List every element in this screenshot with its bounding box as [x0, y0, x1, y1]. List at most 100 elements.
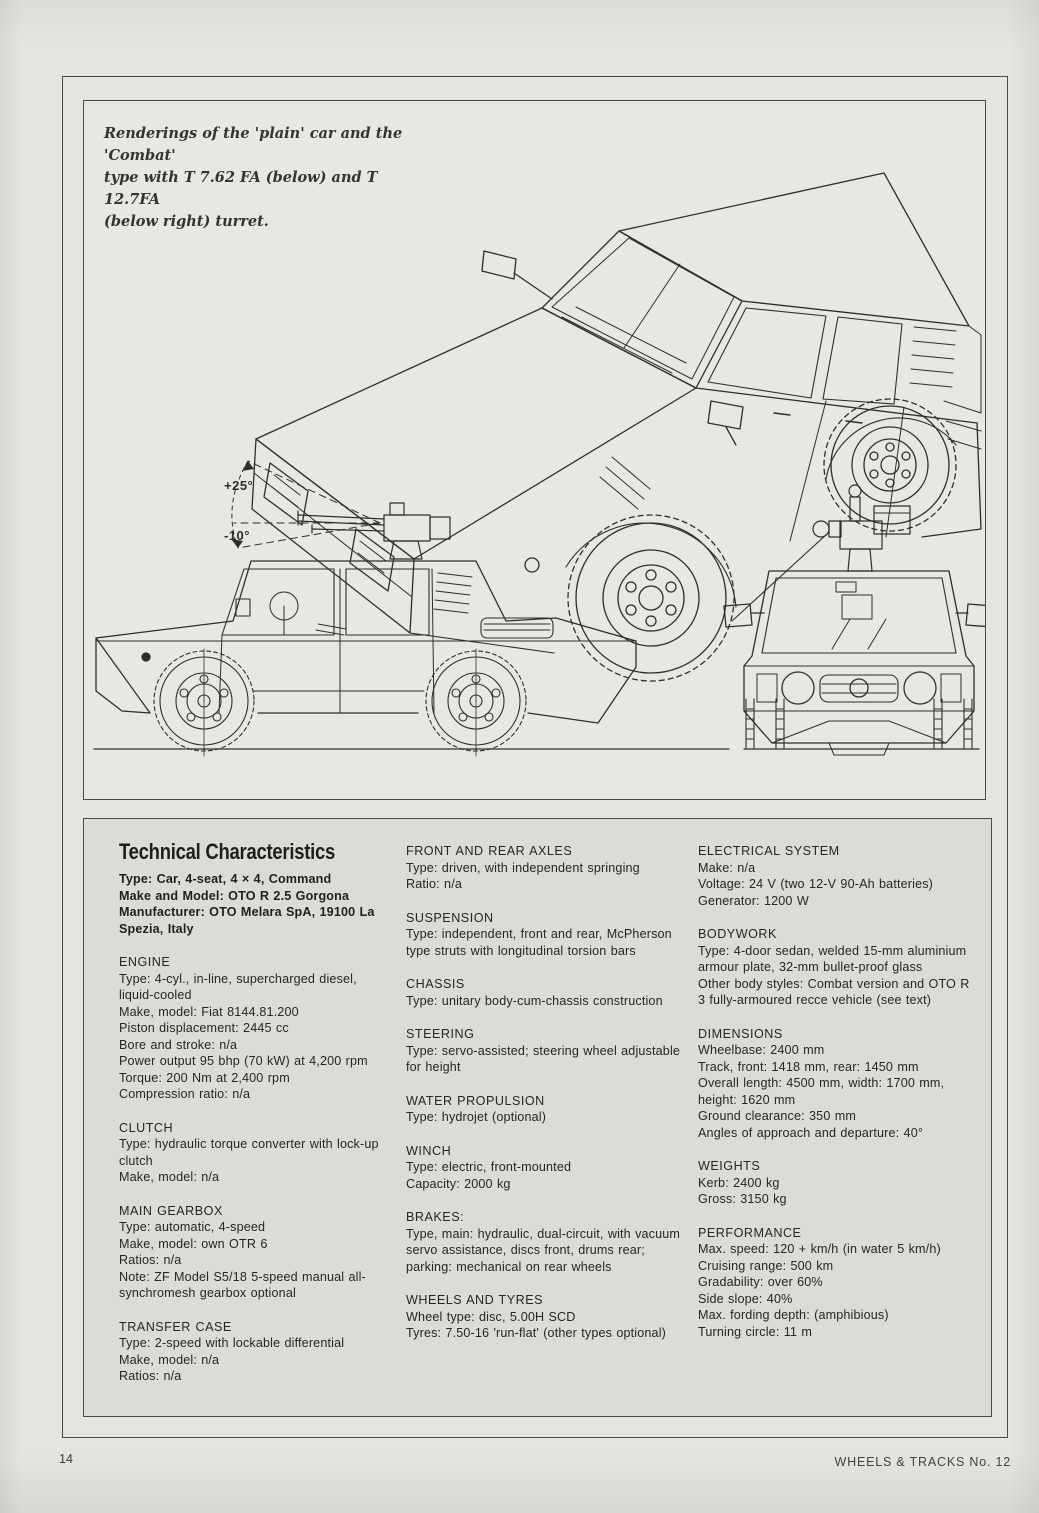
- roof-machine-gun: [297, 502, 451, 560]
- spec-line: Voltage: 24 V (two 12-V 90-Ah batteries): [698, 877, 934, 891]
- spec-line: Kerb: 2400 kg: [698, 1175, 780, 1190]
- spec-section-heading: CLUTCH: [119, 1120, 174, 1135]
- spec-line: Gross: 3150 kg: [698, 1192, 787, 1206]
- spec-line: Make: n/a: [698, 860, 756, 875]
- spec-line: Make, model: n/a: [119, 1352, 220, 1367]
- spec-line: Piston displacement: 2445 cc: [119, 1021, 289, 1035]
- spec-section-bodywork: BODYWORK Type: 4-door sedan, welded 15-mm…: [698, 926, 978, 1009]
- spec-section-heading: BODYWORK: [698, 927, 777, 941]
- spec-section-suspension: SUSPENSION Type: independent, front and r…: [406, 910, 682, 960]
- spec-line: Type: driven, with independent springing: [406, 860, 640, 875]
- vehicle-renderings-drawing: [93, 172, 985, 757]
- spec-line: Power output 95 bhp (70 kW) at 4,200 rpm: [119, 1054, 368, 1068]
- spec-line: Type: automatic, 4-speed: [119, 1220, 266, 1234]
- spec-line: Max. fording depth: (amphibious): [698, 1308, 889, 1322]
- spec-line: Tyres: 7.50-16 'run-flat' (other types o…: [406, 1326, 667, 1340]
- spec-line: Track, front: 1418 mm, rear: 1450 mm: [698, 1059, 919, 1074]
- spec-intro-line: Manufacturer: OTO Melara SpA, 19100 La S…: [119, 905, 375, 936]
- figure-caption-line: type with T 7.62 FA (below) and T 12.7FA: [104, 169, 378, 208]
- spec-line: Make, model: n/a: [119, 1170, 220, 1184]
- spec-section-heading: SUSPENSION: [406, 910, 494, 925]
- spec-line: Note: ZF Model S5/18 5-speed manual all-…: [119, 1269, 366, 1301]
- spec-section-heading: DIMENSIONS: [698, 1026, 783, 1041]
- spec-line: Type: hydrojet (optional): [406, 1110, 547, 1124]
- spec-line: Side slope: 40%: [698, 1291, 793, 1306]
- spec-line: Type: independent, front and rear, McPhe…: [406, 927, 672, 958]
- spec-line: Wheel type: disc, 5.00H SCD: [406, 1309, 576, 1324]
- spec-section-heading: ENGINE: [119, 955, 171, 969]
- spec-section-performance: PERFORMANCE Max. speed: 120 + km/h (in wa…: [698, 1225, 978, 1341]
- spec-intro-line: Make and Model: OTO R 2.5 Gorgona: [119, 888, 350, 903]
- spec-line: Cruising range: 500 km: [698, 1258, 834, 1273]
- spec-section-front-and-rear-axles: FRONT AND REAR AXLES Type: driven, with i…: [406, 843, 682, 893]
- spec-line: Max. speed: 120 + km/h (in water 5 km/h): [698, 1242, 941, 1256]
- spec-section-heading: WEIGHTS: [698, 1159, 761, 1173]
- spec-line: Capacity: 2000 kg: [406, 1176, 511, 1191]
- spec-section-heading: TRANSFER CASE: [119, 1319, 232, 1334]
- spec-section-clutch: CLUTCH Type: hydraulic torque converter w…: [119, 1120, 391, 1186]
- spec-section-heading: CHASSIS: [406, 977, 465, 991]
- elevation-angle-label: +25°: [224, 478, 254, 493]
- spec-section-heading: WATER PROPULSION: [406, 1093, 545, 1108]
- spec-section-engine: ENGINE Type: 4-cyl., in-line, supercharge…: [119, 954, 391, 1103]
- spec-section-brakes: BRAKES:Type, main: hydraulic, dual-circu…: [406, 1209, 682, 1275]
- combat-car-side-view: [93, 460, 730, 757]
- spec-section-chassis: CHASSIS Type: unitary body-cum-chassis co…: [406, 976, 682, 1009]
- spec-section-heading: WHEELS AND TYRES: [406, 1293, 544, 1307]
- spec-section-heading: MAIN GEARBOX: [119, 1203, 223, 1218]
- tech-title: Technical Characteristics: [119, 839, 336, 864]
- spec-line: Type: 4-door sedan, welded 15-mm alumini…: [698, 943, 967, 975]
- spec-line: Torque: 200 Nm at 2,400 rpm: [119, 1070, 290, 1085]
- depression-angle-label: -10°: [224, 528, 250, 543]
- spec-section-dimensions: DIMENSIONS Wheelbase: 2400 mm Track, front…: [698, 1026, 978, 1142]
- spec-line: Ratios: n/a: [119, 1253, 182, 1267]
- spec-line: Ratio: n/a: [406, 877, 463, 891]
- spec-section-wheels-and-tyres: WHEELS AND TYRES Wheel type: disc, 5.00H …: [406, 1292, 682, 1342]
- spec-line: Type: 4-cyl., in-line, supercharged dies…: [119, 971, 357, 1003]
- spec-section-heading: STEERING: [406, 1027, 475, 1041]
- combat-car-front-view: [723, 484, 985, 756]
- spec-line: Generator: 1200 W: [698, 893, 809, 908]
- gun-elevation-arc: [233, 460, 381, 549]
- spec-section-heading: BRAKES:: [406, 1210, 465, 1224]
- spec-line: Wheelbase: 2400 mm: [698, 1043, 825, 1057]
- spec-line: Ground clearance: 350 mm: [698, 1109, 857, 1123]
- spec-section-heading: PERFORMANCE: [698, 1225, 802, 1240]
- spec-line: Make, model: Fiat 8144.81.200: [119, 1004, 299, 1019]
- spec-section-heading: WINCH: [406, 1143, 452, 1158]
- spec-line: Overall length: 4500 mm, width: 1700 mm,…: [698, 1076, 945, 1107]
- spec-section-weights: WEIGHTS Kerb: 2400 kg Gross: 3150 kg: [698, 1158, 978, 1208]
- figure-caption-line: Renderings of the 'plain' car and the 'C…: [104, 125, 403, 164]
- spec-column-middle: FRONT AND REAR AXLES Type: driven, with i…: [406, 843, 682, 1359]
- spec-line: Compression ratio: n/a: [119, 1087, 251, 1101]
- turret-gun: [812, 484, 911, 572]
- spec-section-heading: FRONT AND REAR AXLES: [406, 844, 573, 858]
- spec-intro-line: Type: Car, 4-seat, 4 × 4, Command: [119, 872, 332, 886]
- figure-caption-line: (below right) turret.: [104, 213, 269, 230]
- plain-car-three-quarter-view: [251, 172, 982, 682]
- spec-line: Type: hydraulic torque converter with lo…: [119, 1137, 379, 1168]
- figure-caption: Renderings of the 'plain' car and the 'C…: [104, 123, 434, 233]
- spec-line: Bore and stroke: n/a: [119, 1037, 238, 1052]
- spec-line: Type: 2-speed with lockable differential: [119, 1336, 345, 1350]
- spec-line: Type: electric, front-mounted: [406, 1160, 572, 1174]
- technical-characteristics-panel: Technical Characteristics Type: Car, 4-s…: [83, 818, 992, 1417]
- spec-line: Gradability: over 60%: [698, 1275, 823, 1289]
- journal-title: WHEELS & TRACKS No. 12: [834, 1455, 1011, 1469]
- spec-line: Make, model: own OTR 6: [119, 1236, 268, 1251]
- spec-line: Turning circle: 11 m: [698, 1324, 812, 1339]
- spec-section-heading: ELECTRICAL SYSTEM: [698, 844, 840, 858]
- page-outer-frame: [62, 76, 1008, 1438]
- spec-line: Other body styles: Combat version and OT…: [698, 976, 970, 1008]
- spec-line: Angles of approach and departure: 40°: [698, 1125, 924, 1140]
- spec-line: Type: unitary body-cum-chassis construct…: [406, 993, 663, 1008]
- page-number: 14: [59, 1452, 73, 1466]
